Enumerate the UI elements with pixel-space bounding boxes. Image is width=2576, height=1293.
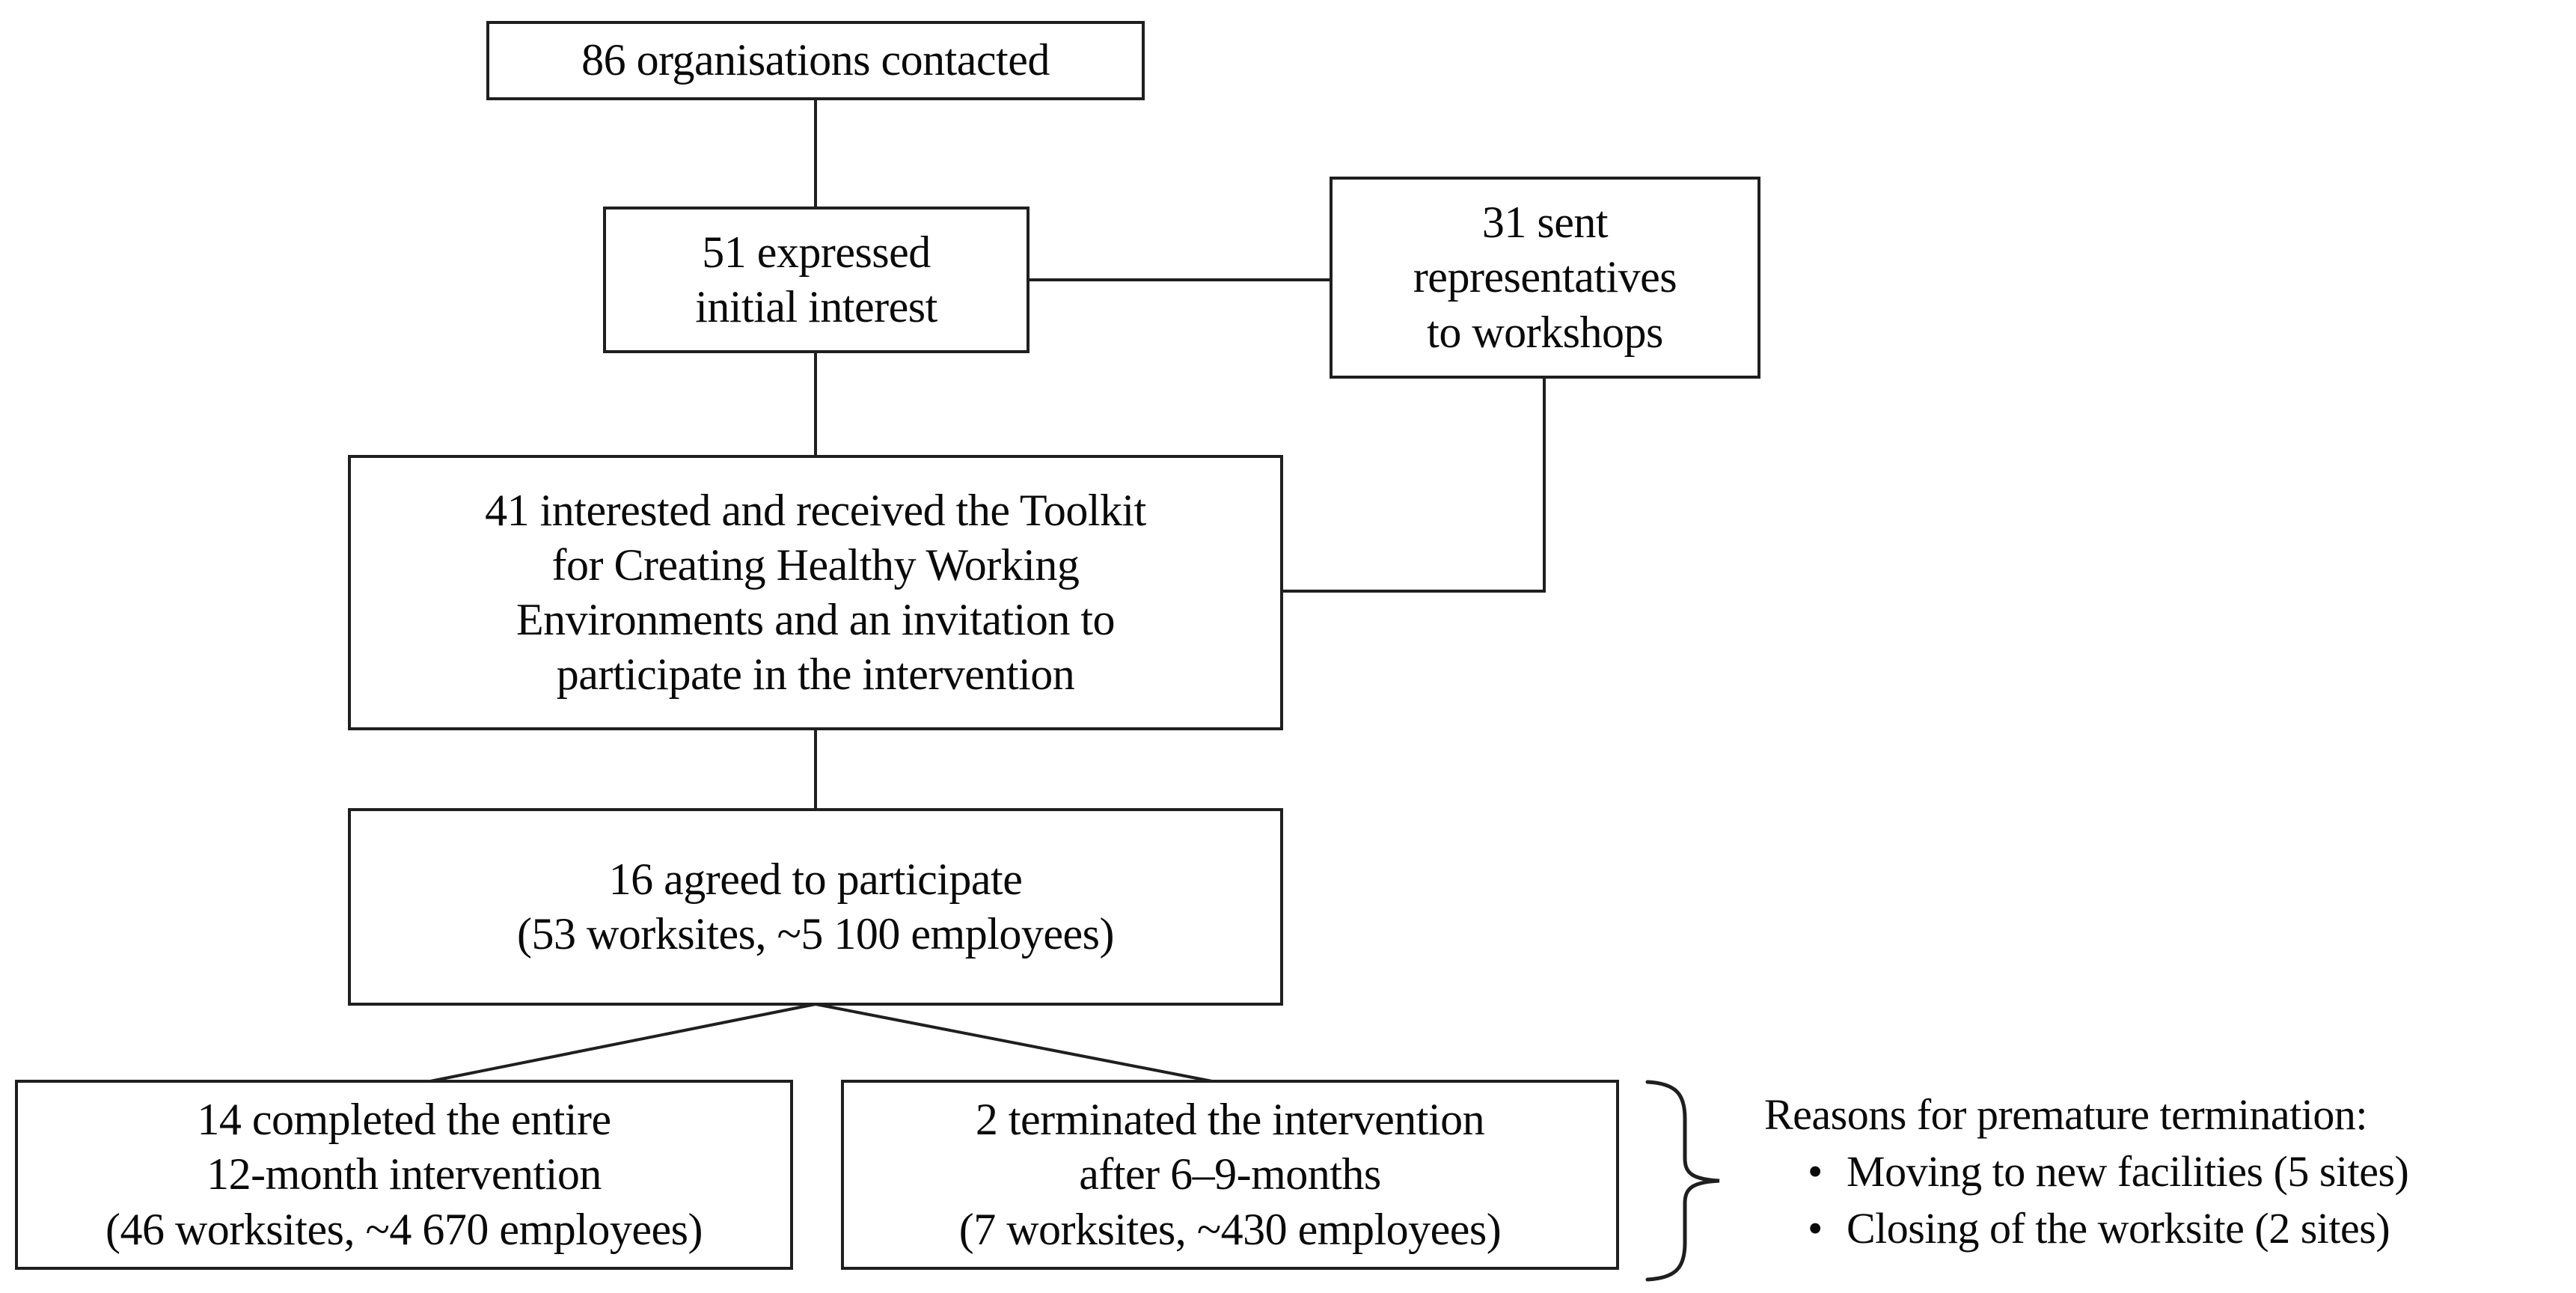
box-text-line: to workshops: [1427, 307, 1663, 357]
box-completed-intervention: 14 completed the entire 12-month interve…: [15, 1080, 793, 1270]
box-text-line: (46 worksites, ~4 670 employees): [105, 1204, 703, 1254]
box-text-line: initial interest: [695, 282, 937, 331]
box-text-line: for Creating Healthy Working: [551, 539, 1080, 590]
box-text-line: (7 worksites, ~430 employees): [958, 1204, 1502, 1254]
box-text-line: representatives: [1413, 252, 1677, 302]
termination-reason-item: • Closing of the worksite (2 sites): [1764, 1200, 2572, 1257]
bullet-icon: •: [1808, 1204, 1823, 1253]
box-agreed-to-participate: 16 agreed to participate (53 worksites, …: [348, 808, 1283, 1006]
termination-reason-text: Moving to new facilities (5 sites): [1847, 1147, 2409, 1196]
termination-reason-item: • Moving to new facilities (5 sites): [1764, 1143, 2572, 1200]
termination-reasons-title: Reasons for premature termination:: [1764, 1090, 2368, 1139]
box-text-line: 31 sent: [1481, 198, 1609, 248]
box-text-line: 12-month intervention: [206, 1149, 602, 1199]
bullet-icon: •: [1808, 1147, 1823, 1196]
box-text-line: 86 organisations contacted: [581, 35, 1050, 85]
box-text-line: 16 agreed to participate: [608, 854, 1023, 904]
box-text-line: 41 interested and received the Toolkit: [485, 485, 1146, 535]
box-text-line: (53 worksites, ~5 100 employees): [517, 909, 1114, 959]
box-text-line: Environments and an invitation to: [515, 595, 1116, 644]
box-terminated-intervention: 2 terminated the intervention after 6–9-…: [841, 1080, 1619, 1270]
box-initial-interest: 51 expressed initial interest: [603, 207, 1030, 353]
box-sent-representatives: 31 sent representatives to workshops: [1330, 177, 1760, 379]
curly-brace: [1645, 1080, 1720, 1282]
termination-reasons: Reasons for premature termination: • Mov…: [1764, 1086, 2572, 1257]
termination-reason-text: Closing of the worksite (2 sites): [1847, 1204, 2390, 1253]
box-text-line: 2 terminated the intervention: [975, 1095, 1485, 1145]
box-text-line: 14 completed the entire: [197, 1095, 611, 1145]
box-received-toolkit: 41 interested and received the Toolkit f…: [348, 455, 1283, 730]
box-text-line: 51 expressed: [702, 227, 931, 277]
connector-agreed-to-completed: [429, 1003, 816, 1083]
box-text-line: participate in the intervention: [556, 649, 1075, 700]
connector-agreed-to-terminated: [815, 1003, 1213, 1083]
box-organisations-contacted: 86 organisations contacted: [486, 21, 1145, 100]
box-text-line: after 6–9-months: [1079, 1149, 1381, 1199]
